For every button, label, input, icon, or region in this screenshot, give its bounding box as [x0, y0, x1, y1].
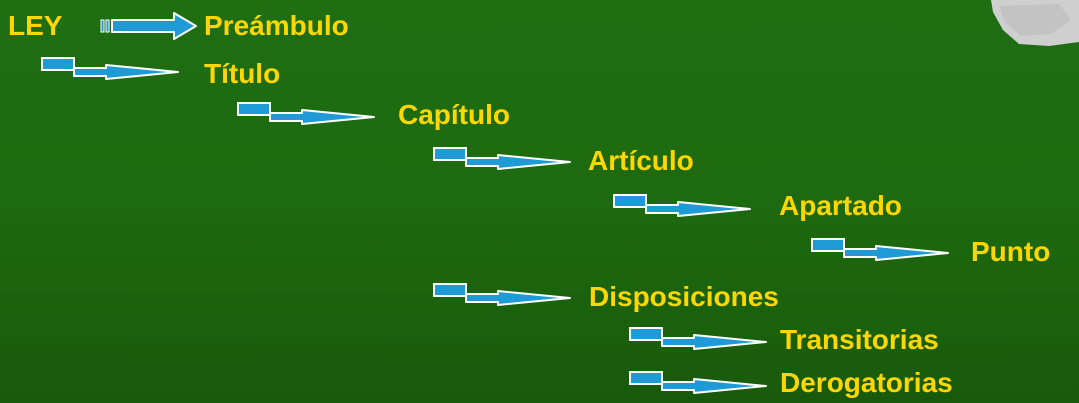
titulo-label: Título — [204, 58, 281, 89]
derogatorias-label: Derogatorias — [780, 367, 953, 398]
articulo-connector-icon — [433, 147, 571, 170]
transitorias-label: Transitorias — [780, 324, 939, 355]
apartado-connector-icon — [613, 194, 751, 217]
transitorias-connector-icon — [629, 327, 767, 350]
preamble-arrow-icon — [100, 12, 197, 40]
derogatorias-connector-icon — [629, 371, 767, 394]
disposiciones-label: Disposiciones — [589, 281, 779, 312]
punto-label: Punto — [971, 236, 1051, 267]
capitulo-connector-icon — [237, 102, 375, 125]
preamble-label: Preámbulo — [204, 10, 349, 41]
disposiciones-connector-icon — [433, 283, 571, 306]
capitulo-label: Capítulo — [398, 99, 510, 130]
ley-label: LEY — [8, 10, 63, 41]
corner-decoration — [991, 0, 1079, 46]
titulo-connector-icon — [41, 57, 179, 80]
articulo-label: Artículo — [588, 145, 694, 176]
apartado-label: Apartado — [779, 190, 902, 221]
punto-connector-icon — [811, 238, 949, 261]
